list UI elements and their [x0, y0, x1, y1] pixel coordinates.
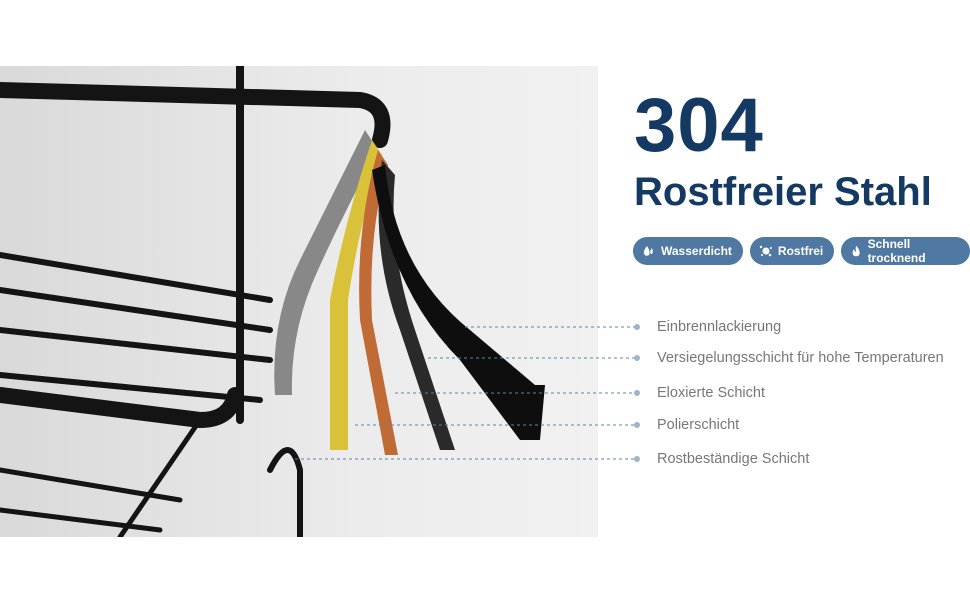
- rust-splash-icon: [759, 245, 772, 257]
- badge-label: Wasserdicht: [661, 244, 732, 258]
- product-photo-basket: [0, 66, 598, 537]
- material-number: 304: [634, 83, 764, 168]
- badge-label: Rostfrei: [777, 244, 824, 258]
- badge-schnell-trocknend: Schnell trocknend: [841, 237, 970, 265]
- layer-label: Rostbeständige Schicht: [657, 451, 810, 467]
- badge-label: Schnell trocknend: [867, 237, 926, 265]
- feature-badges: Wasserdicht Rostfrei Schnell trocknend: [633, 237, 970, 265]
- layer-label: Einbrennlackierung: [657, 319, 782, 335]
- flame-icon: [852, 245, 860, 257]
- layer-label: Eloxierte Schicht: [657, 385, 765, 401]
- badge-rostfrei: Rostfrei: [749, 237, 835, 265]
- basket-layers-illustration: [0, 66, 545, 537]
- layer-label: Polierschicht: [657, 417, 740, 433]
- material-title: Rostfreier Stahl: [634, 170, 932, 214]
- layer-label: Versiegelungsschicht für hohe Temperatur…: [657, 350, 944, 366]
- water-drop-icon: [643, 246, 653, 256]
- badge-wasserdicht: Wasserdicht: [633, 237, 743, 265]
